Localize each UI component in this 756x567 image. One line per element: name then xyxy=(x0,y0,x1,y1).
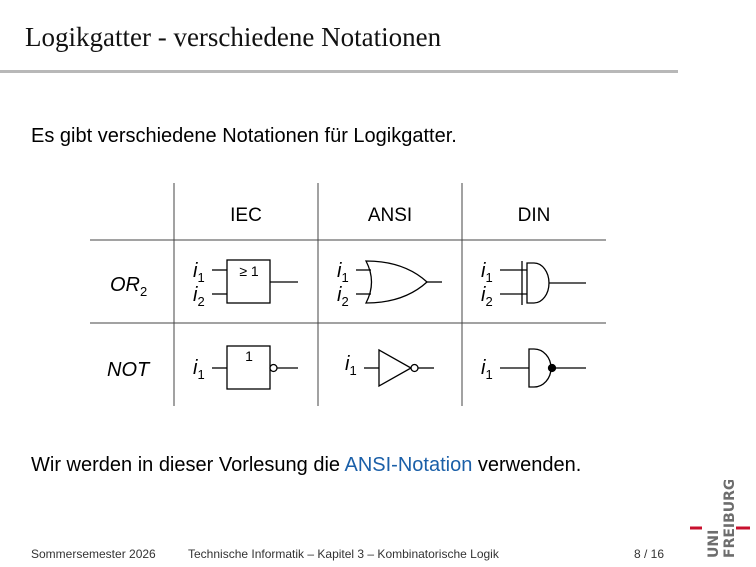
intro-text: Es gibt verschiedene Notationen für Logi… xyxy=(31,125,457,147)
ansi-or-gate xyxy=(356,260,442,304)
din-or-gate xyxy=(500,261,586,305)
ansi-not-gate xyxy=(364,348,434,388)
column-header-iec: IEC xyxy=(230,205,262,226)
iec-not-gate xyxy=(212,345,298,390)
university-logo: UNI FREIBURG xyxy=(690,480,750,558)
column-header-ansi: ANSI xyxy=(368,205,412,226)
iec-or-symbol: ≥ 1 xyxy=(239,263,259,279)
footer-page-number: 8 / 16 xyxy=(634,547,665,561)
row-label-or: OR2 xyxy=(110,274,147,299)
din-not-gate xyxy=(500,348,586,388)
input-label: i2 xyxy=(193,284,205,309)
row-label-not: NOT xyxy=(107,359,151,381)
input-label: i2 xyxy=(337,284,349,309)
iec-or-gate xyxy=(212,259,298,304)
footer-course: Technische Informatik – Kapitel 3 – Komb… xyxy=(188,547,499,561)
column-header-din: DIN xyxy=(518,205,551,226)
input-label: i1 xyxy=(337,260,349,285)
outro-text-start: Wir werden in dieser Vorlesung die xyxy=(31,454,345,476)
input-label: i1 xyxy=(193,357,205,382)
input-label: i1 xyxy=(345,353,357,378)
table-grid xyxy=(90,183,606,406)
input-label: i1 xyxy=(193,260,205,285)
input-label: i1 xyxy=(481,357,493,382)
slide-title: Logikgatter - verschiedene Notationen xyxy=(25,22,442,52)
logo-text-freiburg: FREIBURG xyxy=(722,480,738,558)
title-divider xyxy=(0,70,678,73)
outro-text-end: verwenden. xyxy=(472,454,582,476)
input-label: i1 xyxy=(481,260,493,285)
input-label: i2 xyxy=(481,284,493,309)
logo-text-uni: UNI xyxy=(706,530,722,558)
outro-text: Wir werden in dieser Vorlesung die ANSI-… xyxy=(31,454,581,477)
ansi-notation-link[interactable]: ANSI-Notation xyxy=(344,454,473,476)
footer-semester: Sommersemester 2026 xyxy=(31,547,156,561)
iec-not-symbol: 1 xyxy=(245,348,253,364)
